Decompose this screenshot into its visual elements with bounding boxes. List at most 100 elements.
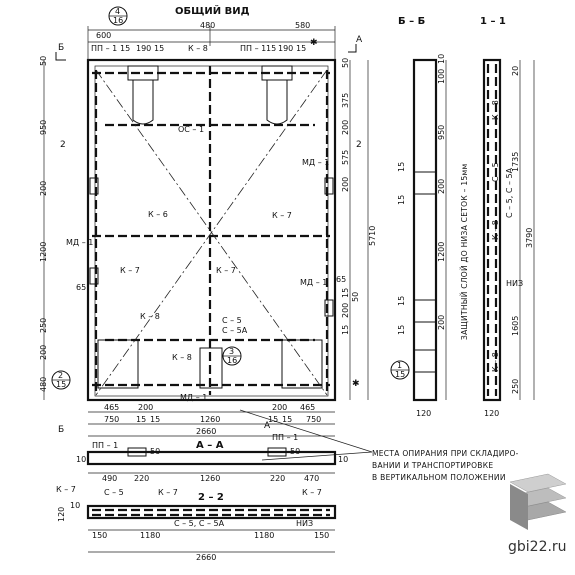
dim-190-a: 190 — [136, 44, 151, 53]
svg-text:750: 750 — [104, 415, 119, 424]
lifting-loop-right — [261, 65, 293, 81]
section-aa-loop-right — [267, 447, 287, 457]
brand-text: gbi22.ru — [508, 539, 567, 555]
svg-text:15: 15 — [56, 380, 66, 389]
svg-text:15: 15 — [341, 288, 350, 298]
section-aa-loop-left — [127, 447, 147, 457]
note-supports-line-3: В ВЕРТИКАЛЬНОМ ПОЛОЖЕНИИ — [372, 473, 506, 482]
svg-text:50: 50 — [341, 58, 350, 68]
loop-bar-left — [132, 80, 154, 125]
star-mark-bottom: ✱ — [352, 379, 360, 389]
svg-text:200: 200 — [341, 303, 350, 318]
svg-text:2660: 2660 — [196, 427, 216, 436]
star-mark-top: ✱ — [310, 38, 318, 48]
section-arrow-b-top — [55, 52, 66, 61]
s11-dim-1605: 1605 — [511, 316, 520, 336]
svg-text:220: 220 — [270, 474, 285, 483]
label-k7-left: К – 7 — [120, 266, 140, 275]
label-pp1-left: ПП – 1 — [91, 44, 117, 53]
svg-text:200: 200 — [341, 120, 350, 135]
s11-label-niz: НИЗ — [506, 279, 523, 288]
s22-label-k7-right: К – 7 — [302, 488, 322, 497]
svg-text:50: 50 — [351, 292, 360, 302]
svg-text:1: 1 — [397, 361, 402, 370]
s11-label-k8a: К – 8 — [491, 100, 500, 120]
svg-text:480: 480 — [39, 377, 48, 392]
s11-label-c5: С – 5 — [491, 162, 500, 182]
svg-text:200: 200 — [39, 181, 48, 196]
svg-text:3: 3 — [229, 347, 234, 356]
section-letter-b-bottom: Б — [58, 425, 64, 435]
svg-text:1260: 1260 — [200, 474, 220, 483]
s11-dim-120: 120 — [484, 409, 499, 418]
note-protective-layer: ЗАЩИТНЫЙ СЛОЙ ДО НИЗА СЕТОК – 15мм — [460, 164, 469, 340]
section-aa-outline — [86, 450, 337, 466]
svg-text:120: 120 — [416, 409, 431, 418]
section-title-11: 1 – 1 — [480, 16, 506, 27]
svg-text:15: 15 — [341, 325, 350, 335]
callout-4-16: 4 16 — [108, 6, 128, 26]
svg-text:5710: 5710 — [368, 226, 377, 246]
bottom-pocket-center — [199, 347, 223, 389]
brand-logo-icon — [509, 473, 567, 530]
svg-text:465: 465 — [300, 403, 315, 412]
svg-text:15: 15 — [397, 162, 406, 172]
s22-label-c5a: С – 5, С – 5А — [174, 519, 225, 528]
dim-15-d: 15 — [296, 44, 306, 53]
svg-text:1180: 1180 — [140, 531, 160, 540]
section-arrow-a-top — [348, 44, 357, 53]
side-notch-l1 — [89, 177, 99, 195]
section-bb-outline — [412, 58, 438, 402]
svg-text:15: 15 — [397, 325, 406, 335]
svg-text:15: 15 — [150, 415, 160, 424]
note-supports-line-1: МЕСТА ОПИРАНИЯ ПРИ СКЛАДИРО- — [372, 449, 519, 458]
svg-text:150: 150 — [92, 531, 107, 540]
section-letter-b-top: Б — [58, 43, 64, 53]
dim-15-b: 15 — [154, 44, 164, 53]
svg-text:16: 16 — [113, 16, 123, 25]
section-bb-node-1 — [413, 171, 437, 195]
svg-text:375: 375 — [341, 93, 350, 108]
svg-text:150: 150 — [314, 531, 329, 540]
callout-3-16: 3 16 — [222, 346, 242, 366]
right-dimension-values: 50 375 200 575 200 65 15 200 15 50 5710 — [336, 58, 377, 335]
svg-text:490: 490 — [102, 474, 117, 483]
label-os1: ОС – 1 — [178, 125, 204, 134]
section-11: 1 – 1 К – 8 С – 5 С – 5, С – 5А К – 8 К … — [460, 16, 535, 418]
svg-text:65: 65 — [76, 283, 86, 292]
s22-dim-120: 120 — [57, 507, 66, 522]
callout-2-15: 2 15 — [51, 370, 71, 390]
dim-580: 580 — [295, 21, 310, 30]
label-k8-mid: К – 8 — [140, 312, 160, 321]
svg-text:15: 15 — [282, 415, 292, 424]
svg-text:10: 10 — [437, 54, 446, 64]
label-k7-center: К – 7 — [216, 266, 236, 275]
leader-line-2 — [239, 409, 373, 453]
section-title-22: 2 – 2 — [198, 492, 224, 503]
svg-text:470: 470 — [304, 474, 319, 483]
panel-inner-outline — [94, 65, 329, 397]
s11-dim-250: 250 — [511, 379, 520, 394]
s11-label-c5a: С – 5, С – 5А — [505, 167, 514, 218]
section-aa: А – А ПП – 1 ПП – 1 50 50 10 10 490 220 … — [76, 433, 348, 483]
s11-dim-20: 20 — [511, 66, 520, 76]
dim-480: 480 — [200, 21, 215, 30]
svg-text:15: 15 — [397, 195, 406, 205]
section-bb-node-2 — [413, 299, 437, 323]
side-notch-r1 — [324, 177, 334, 195]
section-bb: Б – Б 10 100 950 200 1200 200 15 15 15 1… — [397, 16, 447, 418]
svg-text:50: 50 — [39, 56, 48, 66]
svg-text:15: 15 — [395, 370, 405, 379]
svg-text:200: 200 — [437, 315, 446, 330]
svg-text:100: 100 — [437, 69, 446, 84]
panel-outline — [86, 58, 337, 402]
svg-text:1260: 1260 — [200, 415, 220, 424]
label-c5: С – 5 — [222, 316, 242, 325]
s22-label-c5: С – 5 — [104, 488, 124, 497]
lifting-loop-left — [127, 65, 159, 81]
section-bb-dims: 10 100 950 200 1200 200 15 15 15 15 120 — [397, 54, 446, 418]
svg-text:1180: 1180 — [254, 531, 274, 540]
section-11-outline — [482, 58, 502, 402]
title: ОБЩИЙ ВИД — [175, 4, 250, 17]
